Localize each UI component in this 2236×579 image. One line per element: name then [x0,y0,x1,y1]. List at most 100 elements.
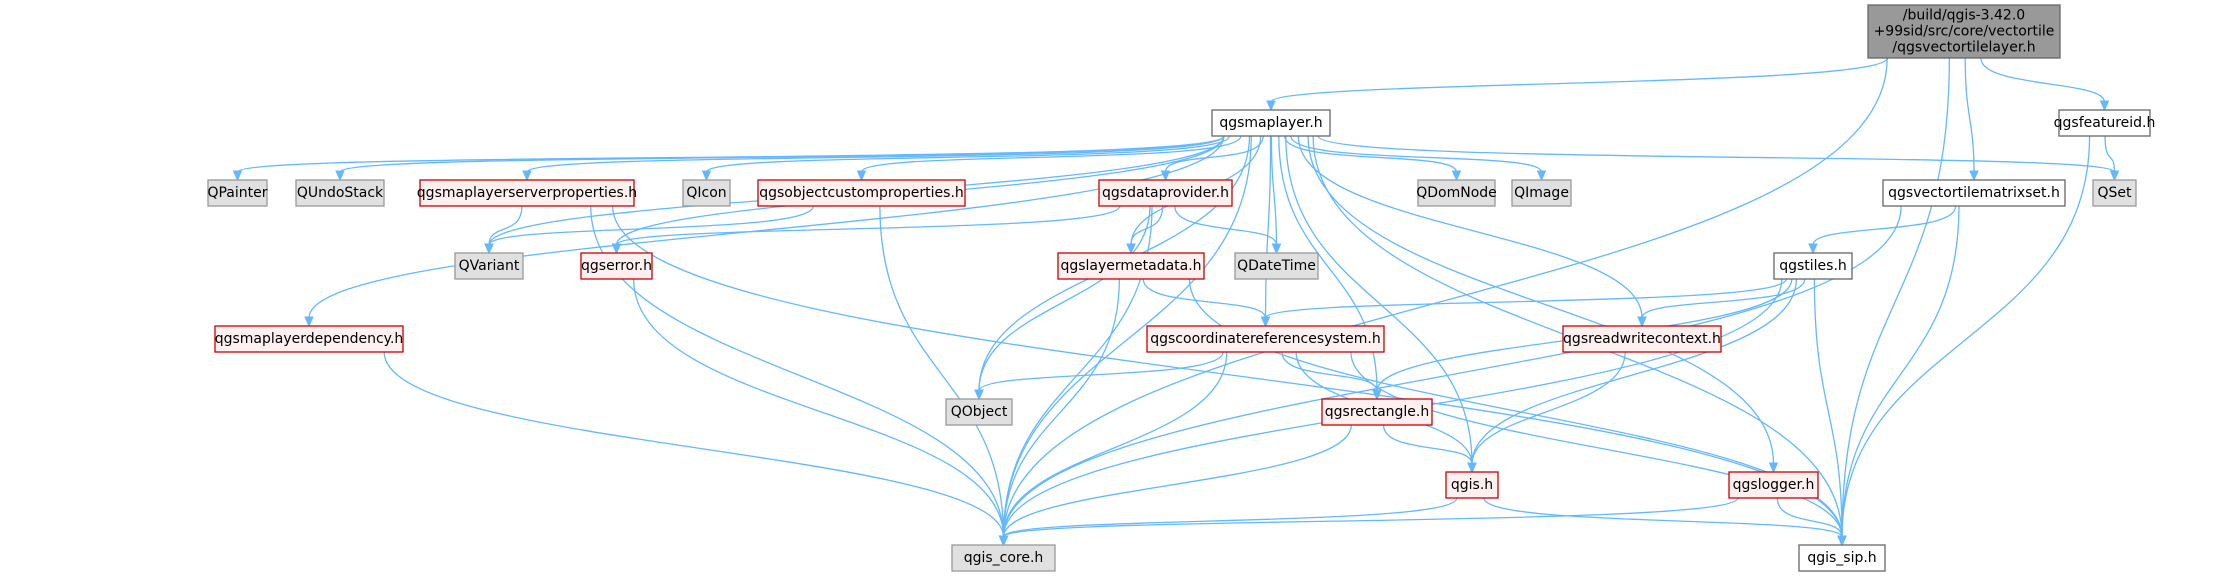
node-QSet: QSet [2092,179,2137,207]
node-qgsreadwritecontext[interactable]: qgsreadwritecontext.h [1562,325,1722,353]
node-label: qgsmaplayerdependency.h [215,331,404,347]
node-box [1234,252,1319,280]
edge-line [1002,351,1228,538]
arrowhead [701,170,712,182]
node-QImage: QImage [1511,179,1572,207]
node-label: qgsdataprovider.h [1102,185,1229,201]
arrowhead [856,170,867,182]
node-label: qgsmaplayerserverproperties.h [417,185,637,201]
edge-line [383,351,1005,538]
node-qgsdataprovider[interactable]: qgsdataprovider.h [1098,179,1233,207]
edge-qgsdataprovider-to-QDateTime [1174,205,1282,255]
edge-line [1270,57,1888,103]
node-qgslogger[interactable]: qgslogger.h [1728,471,1819,499]
arrowhead [304,316,314,328]
node-root[interactable]: /build/qgis-3.42.0+99sid/src/core/vector… [1867,4,2061,59]
node-qgsvectortilematrixset[interactable]: qgsvectortilematrixset.h [1882,179,2066,207]
edge-line [1307,135,1775,465]
edge-line [1776,497,1843,538]
edge-qgscoordinatereferencesystem-to-QObject [974,351,1224,401]
node-label: qgsmaplayer.h [1219,115,1322,131]
node-label: qgsreadwritecontext.h [1563,331,1721,347]
node-box [757,179,966,207]
node-qgsmaplayerdependency[interactable]: qgsmaplayerdependency.h [214,325,404,353]
edge-qgis-to-qgis_core [998,497,1458,547]
arrowhead [1536,170,1547,182]
edge-qgsmaplayerdependency-to-qgis_core [383,351,1009,547]
node-QVariant: QVariant [454,252,524,280]
node-box [1773,252,1853,280]
node-box [1798,544,1886,572]
node-box [1445,471,1499,499]
node-qgsobjectcustomproperties[interactable]: qgsobjectcustomproperties.h [757,179,966,207]
node-label: qgslogger.h [1733,477,1815,493]
edge-qgscoordinatereferencesystem-to-qgis_core [998,351,1228,547]
node-qgslayermetadata[interactable]: qgslayermetadata.h [1057,252,1205,280]
node-qgis_sip[interactable]: qgis_sip.h [1798,544,1886,572]
edge-line [2104,135,2116,173]
edge-line [978,205,1151,392]
edge-qgsfeatureid-to-QSet [2104,135,2120,182]
edge-qgsmaplayer-to-QIcon [701,135,1231,182]
edge-line [1174,205,1278,246]
node-label: /build/qgis-3.42.0 [1903,8,2025,24]
edge-line [1264,278,1787,319]
arrowhead [1969,170,1979,182]
node-qgis[interactable]: qgis.h [1445,471,1499,499]
node-box [1867,4,2061,59]
edge-line [1002,135,1252,538]
edge-qgsvectortilematrixset-to-qgstiles [1808,205,1957,255]
node-label: qgsobjectcustomproperties.h [759,185,964,201]
node-qgsrectangle[interactable]: qgsrectangle.h [1321,398,1433,426]
edge-qgsmaplayer-to-qgscoordinatereferencesystem [1260,135,1272,328]
node-box [1057,252,1205,280]
node-QUndoStack: QUndoStack [295,179,385,207]
edge-line [1290,135,1543,173]
node-qgstiles[interactable]: qgstiles.h [1773,252,1853,280]
edge-line [1841,135,2091,538]
node-label: QIcon [686,185,726,201]
arrowhead [232,170,243,182]
arrowhead [335,170,345,182]
edge-line [1382,424,1473,465]
edge-root-to-qgsfeatureid [1980,57,2110,112]
node-box [2058,109,2151,137]
arrowhead [2099,100,2110,112]
edge-line [488,205,814,246]
node-box [1211,109,1331,137]
node-qgscoordinatereferencesystem[interactable]: qgscoordinatereferencesystem.h [1146,325,1385,353]
edge-line [308,135,1225,319]
node-label: qgis.h [1451,477,1493,493]
node-label: qgstiles.h [1779,258,1847,274]
edge-line [1284,135,1458,173]
edge-qgsmaplayerserverproperties-to-qgis_core [590,205,1009,547]
node-box [454,252,524,280]
node-box [951,544,1056,572]
edge-qgsmaplayer-to-QDomNode [1284,135,1462,182]
arrowhead [974,389,984,401]
node-qgserror[interactable]: qgserror.h [580,252,653,280]
node-qgsfeatureid[interactable]: qgsfeatureid.h [2054,109,2156,137]
arrowhead [522,170,532,182]
node-label: QObject [951,404,1008,420]
node-qgsmaplayer[interactable]: qgsmaplayer.h [1211,109,1331,137]
node-qgsmaplayerserverproperties[interactable]: qgsmaplayerserverproperties.h [417,179,637,207]
node-box [1417,179,1496,207]
edge-root-to-qgsvectortilematrixset [1964,57,1979,182]
arrowhead [1451,170,1462,182]
node-label: qgis_sip.h [1807,550,1876,566]
edge-qgsmaplayer-to-QUndoStack [335,135,1225,182]
node-box [1098,179,1233,207]
node-QIcon: QIcon [682,179,731,207]
arrowhead [2109,170,2120,182]
arrowhead [1271,243,1282,255]
edge-qgstiles-to-qgis [1467,278,1798,474]
edge-line [1297,135,1643,319]
edge-qgsmaplayer-to-qgsobjectcustomproperties [856,135,1242,182]
edge-line [1841,205,1960,538]
edge-line [1812,205,1957,246]
edge-line [1964,57,1975,173]
arrowhead [1260,316,1271,328]
edge-line [526,135,1225,173]
